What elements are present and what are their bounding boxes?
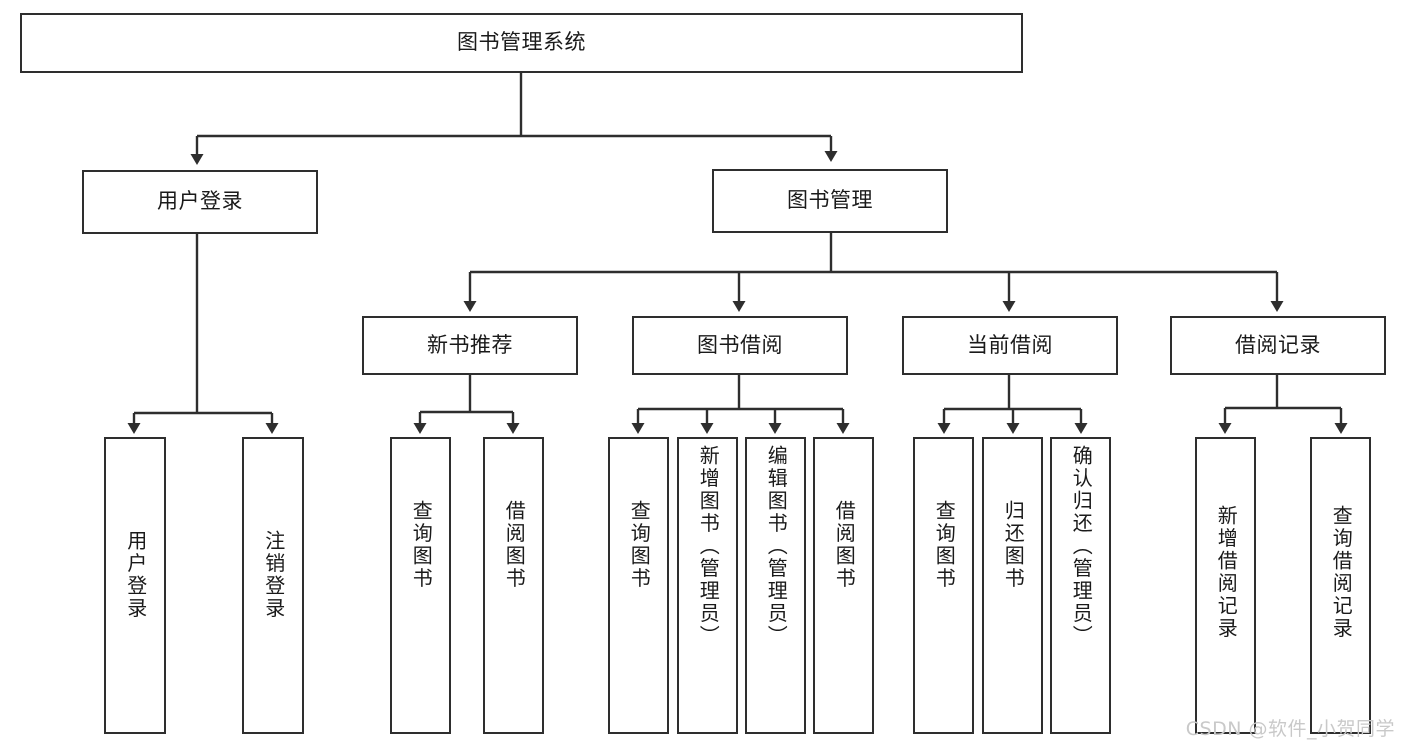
leaf-user-login[interactable]: 用户登录 — [104, 437, 166, 734]
leaf-add-book-label: 新增图书（管理员） — [696, 445, 721, 648]
leaf-user-login-label: 用户登录 — [123, 530, 148, 620]
leaf-confirm-return[interactable]: 确认归还（管理员） — [1050, 437, 1111, 734]
leaf-query-book-2[interactable]: 查询图书 — [608, 437, 669, 734]
leaf-edit-book-label: 编辑图书（管理员） — [764, 445, 789, 648]
leaf-borrow-book-2-label: 借阅图书 — [832, 500, 857, 590]
leaf-query-record-label: 查询借阅记录 — [1329, 505, 1354, 640]
leaf-add-record-label: 新增借阅记录 — [1214, 505, 1239, 640]
leaf-query-book-1[interactable]: 查询图书 — [390, 437, 451, 734]
leaf-query-book-1-label: 查询图书 — [409, 500, 434, 590]
node-book-borrow[interactable]: 图书借阅 — [632, 316, 848, 375]
node-book-management[interactable]: 图书管理 — [712, 169, 948, 233]
node-book-borrow-label: 图书借阅 — [697, 332, 783, 357]
node-root-label: 图书管理系统 — [457, 30, 586, 55]
leaf-borrow-book-2[interactable]: 借阅图书 — [813, 437, 874, 734]
node-current-borrow[interactable]: 当前借阅 — [902, 316, 1118, 375]
csdn-watermark: CSDN @软件_小贺同学 — [1185, 718, 1395, 740]
leaf-borrow-book-1[interactable]: 借阅图书 — [483, 437, 544, 734]
node-book-management-label: 图书管理 — [787, 188, 873, 213]
leaf-confirm-return-label: 确认归还（管理员） — [1069, 445, 1094, 648]
node-new-book-recommend-label: 新书推荐 — [427, 332, 513, 357]
leaf-logout-login-label: 注销登录 — [261, 530, 286, 620]
leaf-query-book-3[interactable]: 查询图书 — [913, 437, 974, 734]
leaf-query-book-3-label: 查询图书 — [932, 500, 957, 590]
node-new-book-recommend[interactable]: 新书推荐 — [362, 316, 578, 375]
node-user-login[interactable]: 用户登录 — [82, 170, 318, 234]
leaf-return-book[interactable]: 归还图书 — [982, 437, 1043, 734]
leaf-query-book-2-label: 查询图书 — [627, 500, 652, 590]
node-user-login-label: 用户登录 — [157, 189, 243, 214]
node-root[interactable]: 图书管理系统 — [20, 13, 1023, 73]
leaf-logout-login[interactable]: 注销登录 — [242, 437, 304, 734]
node-borrow-record-label: 借阅记录 — [1235, 332, 1321, 357]
node-current-borrow-label: 当前借阅 — [967, 332, 1053, 357]
leaf-add-record[interactable]: 新增借阅记录 — [1195, 437, 1256, 734]
leaf-borrow-book-1-label: 借阅图书 — [502, 500, 527, 590]
leaf-return-book-label: 归还图书 — [1001, 500, 1026, 590]
leaf-edit-book[interactable]: 编辑图书（管理员） — [745, 437, 806, 734]
leaf-add-book[interactable]: 新增图书（管理员） — [677, 437, 738, 734]
leaf-query-record[interactable]: 查询借阅记录 — [1310, 437, 1371, 734]
node-borrow-record[interactable]: 借阅记录 — [1170, 316, 1386, 375]
